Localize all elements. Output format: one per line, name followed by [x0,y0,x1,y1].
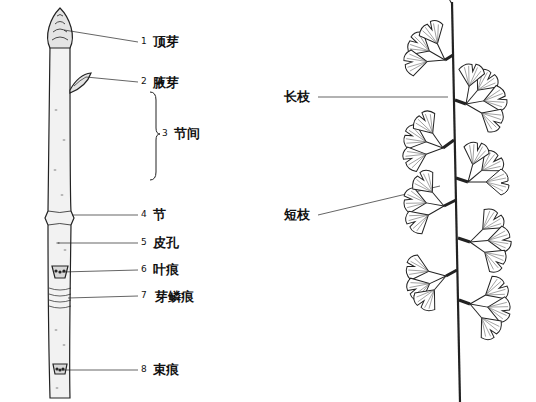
part-label: 短枝 [284,208,310,221]
part-label: 节 [153,208,166,221]
callout-number: 4 [141,210,147,219]
callout-number: 5 [141,238,147,247]
callout-number: 8 [141,365,147,374]
part-label: 顶芽 [153,35,179,48]
part-label: 皮孔 [153,236,179,249]
callout-number: 1 [141,37,147,46]
ginkgo-branch [400,0,513,402]
part-label: 叶痕 [153,263,179,276]
part-label: 节间 [174,127,200,140]
callout-number: 7 [141,291,147,300]
callout-number: 2 [141,77,147,86]
part-label: 芽鳞痕 [155,290,194,303]
part-label: 长枝 [284,90,310,103]
callout-number: 3 [162,129,168,138]
leader-lines [58,30,448,370]
callout-number: 6 [141,265,147,274]
part-label: 束痕 [153,363,179,376]
twig [45,8,91,398]
part-label: 腋芽 [153,76,179,89]
